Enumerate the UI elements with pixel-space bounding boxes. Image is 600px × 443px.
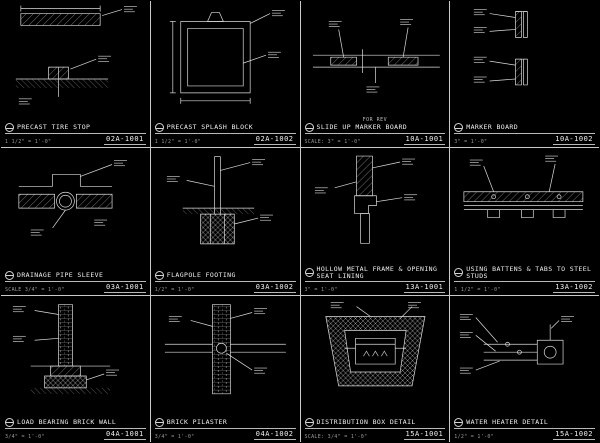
detail-number: 02A-1001: [104, 135, 146, 146]
detail-title: MARKER BOARD: [466, 123, 519, 132]
drawing-distribution-box: [301, 301, 450, 412]
detail-number: 03A-1002: [253, 282, 296, 293]
detail-title: PRECAST SPLASH BLOCK: [166, 123, 254, 132]
detail-cell-slide-up-marker-board[interactable]: FOR REV SLIDE UP MARKER BOARD SCALE: 3" …: [300, 1, 450, 148]
title-block: USING BATTENS & TABS TO STEEL STUDS 1 1/…: [450, 260, 599, 295]
drawing-precast-splash-block: [151, 10, 285, 117]
detail-cell-water-heater[interactable]: WATER HEATER DETAIL 1/2" = 1'-0" 15A-100…: [450, 295, 599, 442]
detail-number: 15A-1002: [553, 429, 595, 440]
detail-bubble-icon: [5, 123, 14, 133]
detail-number: 02A-1002: [253, 135, 296, 146]
detail-title: DRAINAGE PIPE SLEEVE: [17, 270, 104, 279]
title-block: BRICK PILASTER 3/4" = 1'-0" 04A-1002: [151, 412, 300, 442]
detail-number: 13A-1001: [403, 282, 446, 293]
title-block: MARKER BOARD 3" = 1'-0" 10A-1002: [450, 117, 599, 147]
detail-number: 10A-1001: [403, 135, 446, 146]
drawing-battens-to-steel-studs: [450, 156, 599, 259]
detail-title: HOLLOW METAL FRAME & OPENING SEAT LINING: [316, 264, 438, 280]
drawing-load-bearing-brick-wall: [12, 296, 120, 394]
detail-bubble-icon: [304, 417, 314, 427]
drawing-brick-pilaster: [151, 296, 300, 412]
detail-scale: SCALE: 3/4" = 1'-0": [304, 433, 368, 440]
title-block: PRECAST SPLASH BLOCK 1 1/2" = 1'-0" 02A-…: [151, 117, 300, 147]
drawing-hollow-metal-frame: [314, 148, 417, 259]
detail-scale: 3" = 1'-0": [304, 286, 338, 293]
detail-cell-flagpole-footing[interactable]: FLAGPOLE FOOTING 1/2" = 1'-0" 03A-1002: [150, 148, 300, 295]
detail-cell-hollow-metal-frame[interactable]: HOLLOW METAL FRAME & OPENING SEAT LINING…: [300, 148, 450, 295]
detail-cell-marker-board[interactable]: MARKER BOARD 3" = 1'-0" 10A-1002: [450, 1, 599, 148]
drawing-drainage-pipe-sleeve: [1, 160, 128, 236]
detail-title: LOAD BEARING BRICK WALL: [17, 417, 117, 426]
drawing-water-heater: [459, 313, 575, 374]
detail-bubble-icon: [5, 270, 14, 280]
title-block: FLAGPOLE FOOTING 1/2" = 1'-0" 03A-1002: [151, 265, 300, 295]
detail-bubble-icon: [154, 270, 164, 280]
detail-scale: SCALE 3/4" = 1'-0": [5, 286, 65, 293]
detail-number: 13A-1002: [553, 282, 595, 293]
detail-cell-drainage-pipe-sleeve[interactable]: DRAINAGE PIPE SLEEVE SCALE 3/4" = 1'-0" …: [1, 148, 150, 295]
detail-bubble-icon: [454, 123, 464, 133]
detail-scale: 1/2" = 1'-0": [154, 286, 195, 293]
drawing-slide-up-marker-board: [301, 19, 450, 93]
detail-title: PRECAST TIRE STOP: [17, 123, 91, 132]
detail-scale: SCALE: 3" = 1'-0": [304, 139, 361, 146]
title-block: DRAINAGE PIPE SLEEVE SCALE 3/4" = 1'-0" …: [1, 265, 150, 295]
title-block: WATER HEATER DETAIL 1/2" = 1'-0" 15A-100…: [450, 412, 599, 442]
detail-scale: 3/4" = 1'-0": [5, 433, 45, 440]
title-block: PRECAST TIRE STOP 1 1/2" = 1'-0" 02A-100…: [1, 117, 150, 147]
detail-number: 04A-1001: [104, 429, 146, 440]
detail-number: 03A-1001: [104, 282, 146, 293]
detail-scale: 1 1/2" = 1'-0": [5, 139, 52, 146]
detail-bubble-icon: [304, 123, 314, 133]
detail-cell-battens-to-steel-studs[interactable]: USING BATTENS & TABS TO STEEL STUDS 1 1/…: [450, 148, 599, 295]
title-block: DISTRIBUTION BOX DETAIL SCALE: 3/4" = 1'…: [301, 412, 450, 442]
detail-title: WATER HEATER DETAIL: [466, 417, 549, 426]
drawing-precast-tire-stop: [15, 1, 138, 105]
detail-cell-brick-pilaster[interactable]: BRICK PILASTER 3/4" = 1'-0" 04A-1002: [150, 295, 300, 442]
detail-bubble-icon: [304, 268, 314, 278]
detail-title: FLAGPOLE FOOTING: [166, 270, 236, 279]
detail-title: BRICK PILASTER: [166, 417, 228, 426]
detail-bubble-icon: [454, 417, 464, 427]
detail-bubble-icon: [154, 123, 164, 133]
detail-bubble-icon: [454, 268, 464, 278]
detail-number: 10A-1002: [553, 135, 595, 146]
drawing-marker-board: [473, 9, 599, 117]
detail-cell-precast-tire-stop[interactable]: PRECAST TIRE STOP 1 1/2" = 1'-0" 02A-100…: [1, 1, 150, 148]
title-block: FOR REV SLIDE UP MARKER BOARD SCALE: 3" …: [301, 117, 450, 147]
detail-scale: 1 1/2" = 1'-0": [454, 286, 501, 293]
title-block: LOAD BEARING BRICK WALL 3/4" = 1'-0" 04A…: [1, 412, 150, 442]
detail-cell-load-bearing-brick-wall[interactable]: LOAD BEARING BRICK WALL 3/4" = 1'-0" 04A…: [1, 295, 150, 442]
detail-number: 15A-1001: [403, 429, 446, 440]
detail-number: 04A-1002: [253, 429, 296, 440]
detail-cell-distribution-box[interactable]: DISTRIBUTION BOX DETAIL SCALE: 3/4" = 1'…: [300, 295, 450, 442]
detail-scale: 1 1/2" = 1'-0": [154, 139, 202, 146]
detail-title: USING BATTENS & TABS TO STEEL STUDS: [466, 264, 592, 280]
title-block: HOLLOW METAL FRAME & OPENING SEAT LINING…: [301, 260, 450, 295]
detail-scale: 3" = 1'-0": [454, 139, 488, 146]
drawing-flagpole-footing: [166, 148, 274, 264]
detail-cell-precast-splash-block[interactable]: PRECAST SPLASH BLOCK 1 1/2" = 1'-0" 02A-…: [150, 1, 300, 148]
drawing-caption: FOR REV: [362, 117, 388, 124]
detail-scale: 3/4" = 1'-0": [154, 433, 195, 440]
detail-title: DISTRIBUTION BOX DETAIL: [316, 417, 416, 426]
detail-scale: 1/2" = 1'-0": [454, 433, 494, 440]
detail-title: SLIDE UP MARKER BOARD: [316, 123, 408, 132]
detail-bubble-icon: [5, 417, 14, 427]
detail-bubble-icon: [154, 417, 164, 427]
